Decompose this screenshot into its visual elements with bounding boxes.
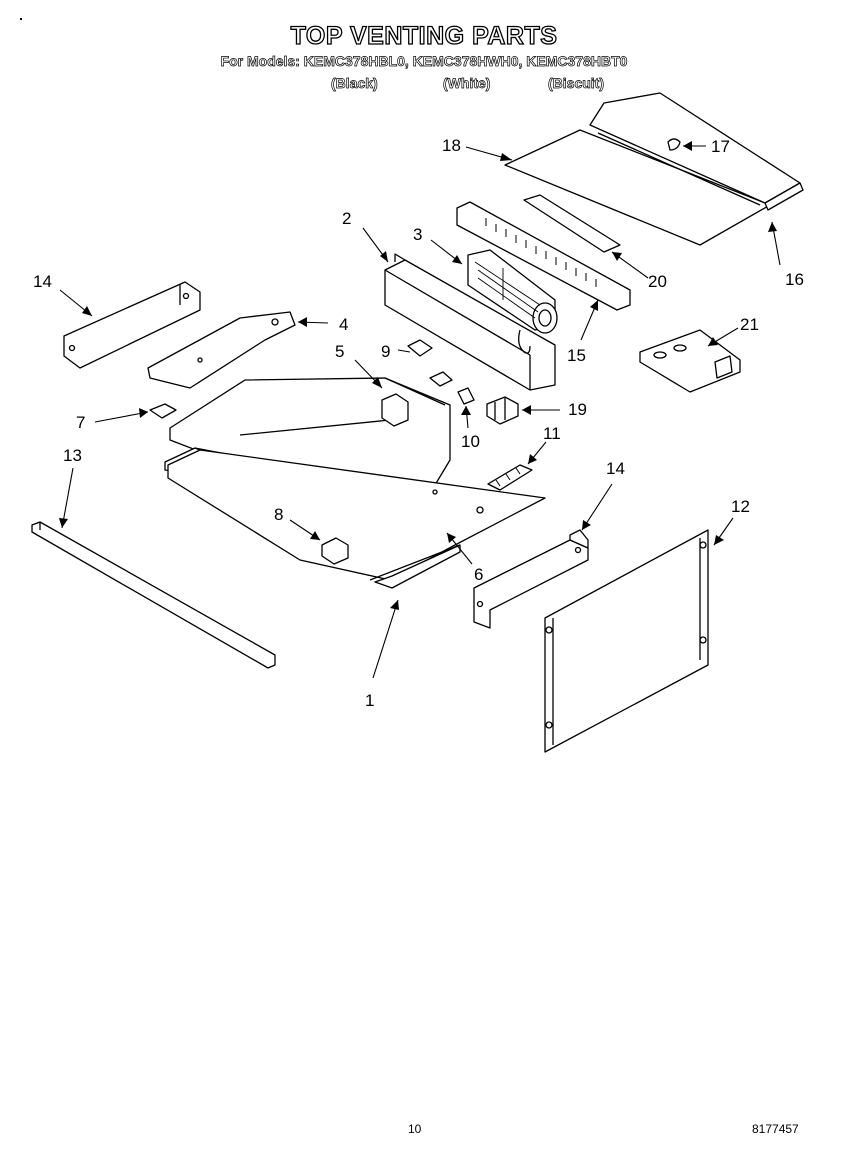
variant-biscuit: (Biscuit) <box>548 75 605 92</box>
callout-21: 21 <box>740 315 759 334</box>
callout-17: 17 <box>711 137 730 156</box>
callout-13: 13 <box>63 446 82 465</box>
callout-7: 7 <box>76 413 85 432</box>
callout-10: 10 <box>461 432 480 451</box>
part-3-blower-motor <box>467 249 558 354</box>
callout-14-left: 14 <box>33 272 52 291</box>
part-14-right-bracket <box>473 529 589 629</box>
callout-4: 4 <box>339 315 348 334</box>
page-title: TOP VENTING PARTS <box>290 21 558 50</box>
callout-6: 6 <box>474 565 483 584</box>
callout-19: 19 <box>568 400 587 419</box>
callout-20: 20 <box>648 272 667 291</box>
callout-16: 16 <box>785 270 804 289</box>
callout-18: 18 <box>442 136 461 155</box>
callout-14-right: 14 <box>606 459 625 478</box>
part-4-top-plate <box>147 311 296 389</box>
callout-11: 11 <box>543 424 561 443</box>
part-10-fuse <box>457 387 475 405</box>
part-14-left-bracket <box>63 281 201 369</box>
document-number: 8177457 <box>752 1122 799 1136</box>
variant-black: (Black) <box>331 75 378 92</box>
part-8-connector <box>321 537 349 565</box>
callout-8: 8 <box>274 505 283 524</box>
callout-9: 9 <box>381 342 390 361</box>
part-19-terminal-block <box>486 396 519 425</box>
part-12-side-panel <box>544 529 709 753</box>
part-13-trim-strip <box>31 521 276 669</box>
part-16-top-panel <box>589 92 804 211</box>
callout-2: 2 <box>342 209 351 228</box>
corner-mark <box>20 18 22 20</box>
part-9-connector <box>429 371 453 387</box>
part-1-base-plate <box>167 449 546 589</box>
callout-labels: 1 2 3 4 5 6 7 8 9 10 11 12 13 14 14 15 1… <box>33 136 804 710</box>
part-5-thermal-switch <box>381 393 409 427</box>
part-9-switch <box>407 339 433 357</box>
part-2-blower-bracket <box>384 253 556 391</box>
callout-5: 5 <box>335 342 344 361</box>
part-15-vent-bracket <box>456 201 631 311</box>
callout-15: 15 <box>567 346 586 365</box>
callout-12: 12 <box>731 497 750 516</box>
part-20-gasket <box>523 194 621 253</box>
leader-arrowheads <box>59 141 777 610</box>
part-7-switch <box>149 403 177 419</box>
part-11-terminal-strip <box>487 464 533 491</box>
part-21-mounting-bracket <box>639 329 741 393</box>
model-list: For Models: KEMC378HBL0, KEMC378HWH0, KE… <box>220 53 628 70</box>
page-number: 10 <box>408 1122 422 1136</box>
part-17-clip <box>667 138 681 151</box>
variant-white: (White) <box>443 75 491 92</box>
callout-3: 3 <box>413 225 422 244</box>
callout-1: 1 <box>365 691 374 710</box>
